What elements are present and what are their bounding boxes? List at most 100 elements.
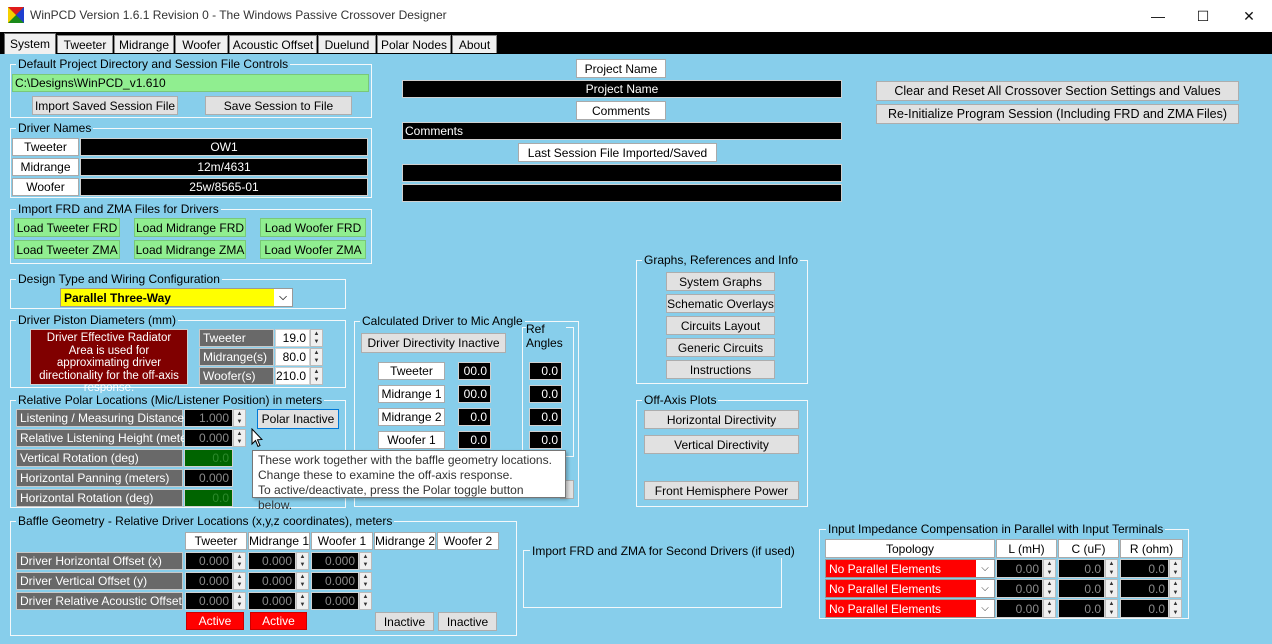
ref-angle-tweeter-field[interactable]: 0.0 xyxy=(529,362,562,380)
baffle-woofer-2-inactive-button[interactable]: Inactive xyxy=(438,612,497,631)
load-woofer-frd-button[interactable]: Load Woofer FRD xyxy=(260,218,366,237)
polar-toggle-button[interactable]: Polar Inactive xyxy=(257,409,339,429)
piston-tweeter-spinner[interactable]: ▲▼ xyxy=(310,329,323,347)
load-tweeter-zma-button[interactable]: Load Tweeter ZMA xyxy=(14,240,120,259)
driver-name-tweeter-field[interactable]: OW1 xyxy=(80,138,368,156)
piston-midrange-spinner[interactable]: ▲▼ xyxy=(310,348,323,366)
baffle-z-woofer-field[interactable]: 0.000 xyxy=(311,592,359,610)
baffle-tweeter-active-button[interactable]: Active xyxy=(186,612,244,630)
impedance-r-field-3[interactable]: 0.0 xyxy=(1120,599,1169,618)
tab-acoustic-offset[interactable]: Acoustic Offset xyxy=(229,35,317,53)
tab-woofer[interactable]: Woofer xyxy=(175,35,228,53)
baffle-midrange-2-inactive-button[interactable]: Inactive xyxy=(375,612,434,631)
baffle-y-tweeter-spinner[interactable]: ▲▼ xyxy=(233,572,246,590)
impedance-r-field-2[interactable]: 0.0 xyxy=(1120,579,1169,598)
schematic-overlays-button[interactable]: Schematic Overlays xyxy=(666,294,775,313)
horizontal-directivity-button[interactable]: Horizontal Directivity xyxy=(644,410,799,429)
impedance-c-field-3[interactable]: 0.0 xyxy=(1058,599,1105,618)
save-session-button[interactable]: Save Session to File xyxy=(205,96,352,115)
baffle-x-woofer-spinner[interactable]: ▲▼ xyxy=(359,552,372,570)
baffle-x-woofer-field[interactable]: 0.000 xyxy=(311,552,359,570)
system-graphs-button[interactable]: System Graphs xyxy=(666,272,775,291)
polar-distance-spinner[interactable]: ▲▼ xyxy=(233,409,246,427)
maximize-icon[interactable]: ☐ xyxy=(1196,7,1210,24)
piston-woofer-field[interactable]: 210.0 xyxy=(275,367,310,385)
impedance-r-spinner-2[interactable]: ▲▼ xyxy=(1169,579,1182,598)
impedance-l-field-2[interactable]: 0.00 xyxy=(996,579,1043,598)
impedance-c-spinner-3[interactable]: ▲▼ xyxy=(1105,599,1118,618)
ref-angle-midrange-2-field[interactable]: 0.0 xyxy=(529,408,562,426)
baffle-z-tweeter-field[interactable]: 0.000 xyxy=(185,592,233,610)
clear-reset-button[interactable]: Clear and Reset All Crossover Section Se… xyxy=(876,81,1239,101)
piston-tweeter-field[interactable]: 19.0 xyxy=(275,329,310,347)
baffle-z-woofer-spinner[interactable]: ▲▼ xyxy=(359,592,372,610)
driver-name-label-tweeter: Tweeter xyxy=(12,138,79,156)
impedance-c-field-2[interactable]: 0.0 xyxy=(1058,579,1105,598)
tab-system[interactable]: System xyxy=(4,33,56,54)
impedance-l-spinner-3[interactable]: ▲▼ xyxy=(1043,599,1056,618)
impedance-c-spinner-2[interactable]: ▲▼ xyxy=(1105,579,1118,598)
load-midrange-zma-button[interactable]: Load Midrange ZMA xyxy=(134,240,246,259)
baffle-y-midrange-field[interactable]: 0.000 xyxy=(248,572,296,590)
polar-distance-field[interactable]: 1.000 xyxy=(184,409,233,427)
polar-horizontal-rotation-field[interactable]: 0.0 xyxy=(184,489,233,507)
project-dir-path[interactable]: C:\Designs\WinPCD_v1.610 xyxy=(12,74,369,92)
tab-duelund[interactable]: Duelund xyxy=(318,35,376,53)
baffle-y-midrange-spinner[interactable]: ▲▼ xyxy=(296,572,309,590)
impedance-l-field-3[interactable]: 0.00 xyxy=(996,599,1043,618)
baffle-x-midrange-spinner[interactable]: ▲▼ xyxy=(296,552,309,570)
piston-woofer-spinner[interactable]: ▲▼ xyxy=(310,367,323,385)
baffle-midrange-active-button[interactable]: Active xyxy=(250,612,307,630)
impedance-topology-select-2[interactable]: No Parallel Elements ⌵ xyxy=(825,579,995,598)
tab-polar-nodes[interactable]: Polar Nodes xyxy=(377,35,451,53)
ref-angle-woofer-1-field[interactable]: 0.0 xyxy=(529,431,562,449)
load-tweeter-frd-button[interactable]: Load Tweeter FRD xyxy=(14,218,120,237)
baffle-z-midrange-field[interactable]: 0.000 xyxy=(248,592,296,610)
driver-name-midrange-field[interactable]: 12m/4631 xyxy=(80,158,368,176)
impedance-r-spinner-3[interactable]: ▲▼ xyxy=(1169,599,1182,618)
impedance-c-spinner-1[interactable]: ▲▼ xyxy=(1105,559,1118,578)
tab-tweeter[interactable]: Tweeter xyxy=(57,35,113,53)
baffle-z-tweeter-spinner[interactable]: ▲▼ xyxy=(233,592,246,610)
mic-angle-label-woofer-1: Woofer 1 xyxy=(378,431,445,449)
circuits-layout-button[interactable]: Circuits Layout xyxy=(666,316,775,335)
polar-height-spinner[interactable]: ▲▼ xyxy=(233,429,246,447)
instructions-button[interactable]: Instructions xyxy=(666,360,775,379)
front-hemisphere-power-button[interactable]: Front Hemisphere Power xyxy=(644,481,799,500)
driver-name-woofer-field[interactable]: 25w/8565-01 xyxy=(80,178,368,196)
comments-field[interactable]: Comments xyxy=(402,122,842,140)
baffle-z-midrange-spinner[interactable]: ▲▼ xyxy=(296,592,309,610)
driver-directivity-button[interactable]: Driver Directivity Inactive xyxy=(361,333,506,353)
polar-vertical-rotation-field[interactable]: 0.0 xyxy=(184,449,233,467)
impedance-r-spinner-1[interactable]: ▲▼ xyxy=(1169,559,1182,578)
piston-midrange-field[interactable]: 80.0 xyxy=(275,348,310,366)
impedance-topology-select-1[interactable]: No Parallel Elements ⌵ xyxy=(825,559,995,578)
minimize-icon[interactable]: — xyxy=(1151,8,1165,24)
impedance-l-spinner-1[interactable]: ▲▼ xyxy=(1043,559,1056,578)
tab-midrange[interactable]: Midrange xyxy=(114,35,174,53)
baffle-x-tweeter-spinner[interactable]: ▲▼ xyxy=(233,552,246,570)
vertical-directivity-button[interactable]: Vertical Directivity xyxy=(644,435,799,454)
design-type-select[interactable]: Parallel Three-Way ⌵ xyxy=(60,288,293,307)
tab-about[interactable]: About xyxy=(452,35,497,53)
polar-height-field[interactable]: 0.000 xyxy=(184,429,233,447)
impedance-r-field-1[interactable]: 0.0 xyxy=(1120,559,1169,578)
reinit-session-button[interactable]: Re-Initialize Program Session (Including… xyxy=(876,104,1239,124)
generic-circuits-button[interactable]: Generic Circuits xyxy=(666,338,775,357)
project-name-field[interactable]: Project Name xyxy=(402,80,842,98)
ref-angle-midrange-1-field[interactable]: 0.0 xyxy=(529,385,562,403)
impedance-c-field-1[interactable]: 0.0 xyxy=(1058,559,1105,578)
polar-horizontal-panning-field[interactable]: 0.000 xyxy=(184,469,233,487)
baffle-y-woofer-spinner[interactable]: ▲▼ xyxy=(359,572,372,590)
impedance-topology-select-3[interactable]: No Parallel Elements ⌵ xyxy=(825,599,995,618)
impedance-l-spinner-2[interactable]: ▲▼ xyxy=(1043,579,1056,598)
baffle-x-midrange-field[interactable]: 0.000 xyxy=(248,552,296,570)
baffle-y-woofer-field[interactable]: 0.000 xyxy=(311,572,359,590)
load-midrange-frd-button[interactable]: Load Midrange FRD xyxy=(134,218,246,237)
import-session-button[interactable]: Import Saved Session File xyxy=(32,96,178,115)
close-icon[interactable]: ✕ xyxy=(1243,7,1255,24)
baffle-y-tweeter-field[interactable]: 0.000 xyxy=(185,572,233,590)
baffle-x-tweeter-field[interactable]: 0.000 xyxy=(185,552,233,570)
impedance-l-field-1[interactable]: 0.00 xyxy=(996,559,1043,578)
load-woofer-zma-button[interactable]: Load Woofer ZMA xyxy=(260,240,366,259)
